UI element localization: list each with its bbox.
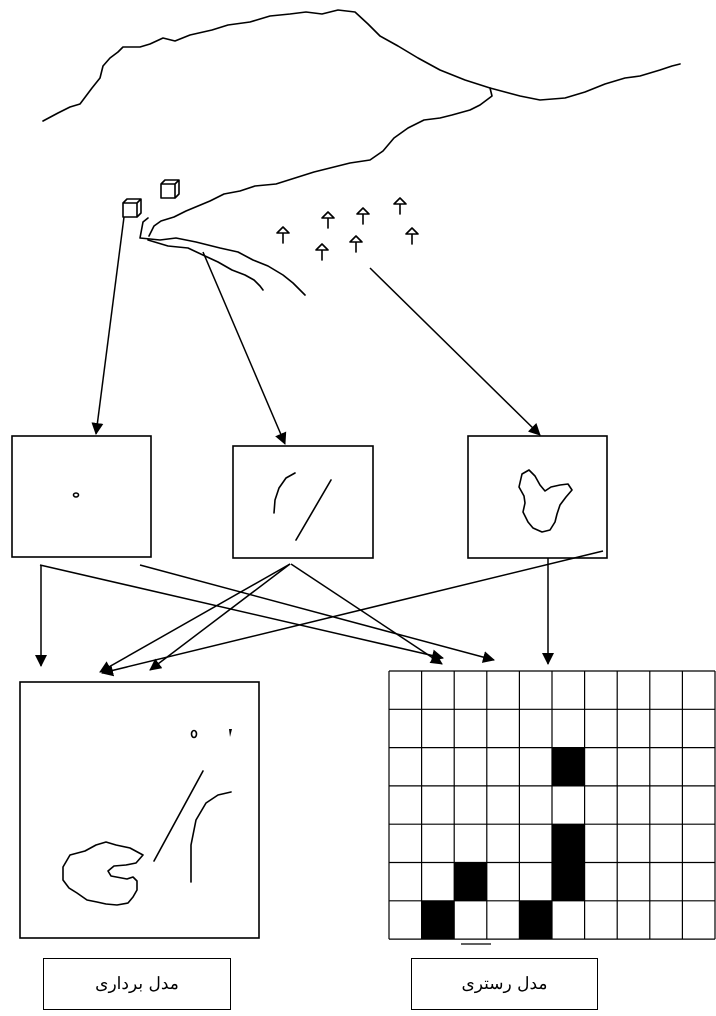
area-feature-box xyxy=(467,435,608,559)
tree-icon xyxy=(356,207,370,225)
tree-icon xyxy=(405,227,419,245)
arrow-lines-to-vector-2 xyxy=(149,563,291,671)
raster-grid-lines xyxy=(388,670,716,940)
raster-filled-cell xyxy=(519,900,552,940)
river xyxy=(139,217,306,296)
vector-point-2 xyxy=(229,729,232,737)
vector-model-label: مدل برداری xyxy=(43,958,231,1010)
raster-model-panel xyxy=(388,670,716,945)
point-feature-shape xyxy=(72,492,80,498)
building-1 xyxy=(122,198,142,218)
tree-icon xyxy=(349,235,363,253)
area-feature-polygon xyxy=(518,469,573,533)
raster-filled-cell xyxy=(552,747,585,786)
raster-model-label: مدل رستری xyxy=(411,958,598,1010)
arrow-area-to-vector xyxy=(101,550,604,677)
feature-arrows xyxy=(91,216,541,445)
raster-filled-cell xyxy=(552,824,585,863)
arrow-lines-to-raster xyxy=(290,563,443,665)
vector-model-panel xyxy=(19,681,260,939)
raster-filled-cell xyxy=(454,862,487,901)
model-arrows xyxy=(35,550,604,677)
tree-icon xyxy=(393,197,407,215)
tree-icon xyxy=(276,226,290,244)
arrow-buildings-to-points xyxy=(91,216,125,435)
line-feature-curve xyxy=(273,472,296,514)
point-feature-box xyxy=(11,435,152,558)
tree-icon xyxy=(315,243,329,261)
line-feature-box xyxy=(232,445,374,559)
vector-polygon xyxy=(62,841,144,906)
river-bank xyxy=(147,239,264,291)
mountain-ridge-lower xyxy=(148,87,493,237)
tree-icon xyxy=(321,211,335,229)
arrow-points-to-raster-2 xyxy=(139,564,495,663)
arrow-river-to-lines xyxy=(202,251,287,445)
raster-cells xyxy=(421,747,585,940)
arrow-points-to-raster-1 xyxy=(39,564,444,662)
vector-point-1 xyxy=(190,729,198,739)
building-2 xyxy=(160,179,180,199)
raster-filled-cell xyxy=(552,862,585,901)
line-feature-straight xyxy=(295,479,332,541)
landscape-sketch xyxy=(42,9,681,296)
vector-line-straight xyxy=(153,770,204,862)
arrow-trees-to-area xyxy=(369,267,541,436)
tree-symbols xyxy=(276,197,419,261)
arrow-lines-to-vector-1 xyxy=(99,563,291,673)
vector-line-curve xyxy=(190,791,232,883)
raster-filled-cell xyxy=(421,900,455,940)
mountain-ridge-upper xyxy=(42,9,681,122)
